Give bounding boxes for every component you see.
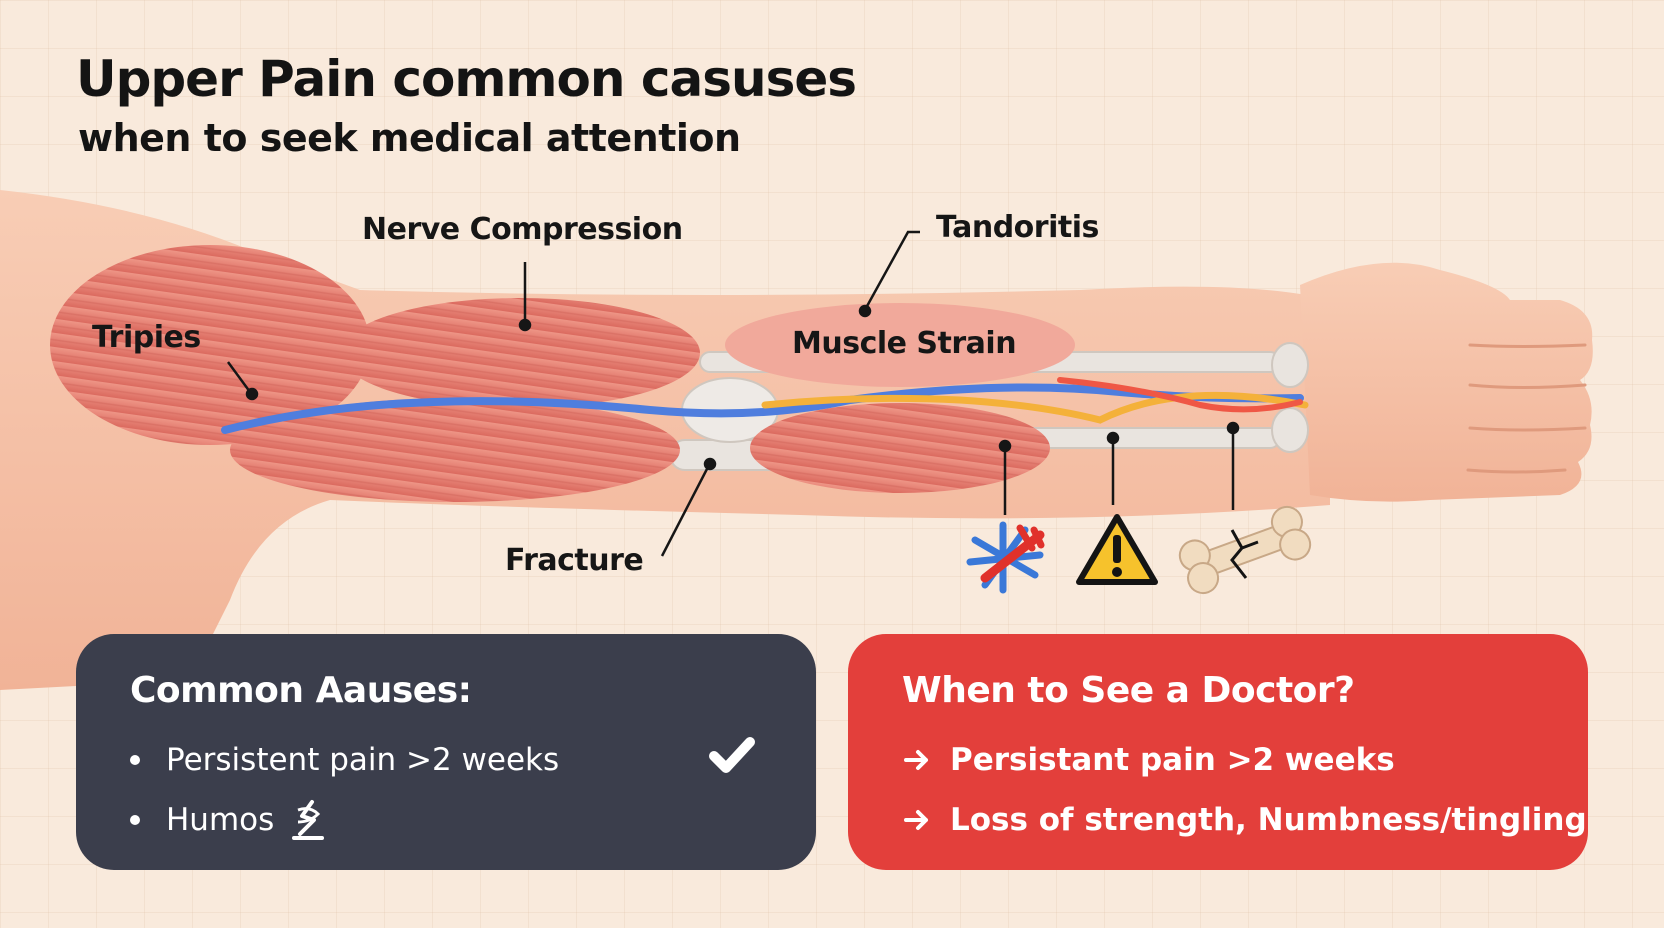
arrow-right-icon xyxy=(904,810,928,830)
list-item: Persistant pain >2 weeks xyxy=(902,730,1587,790)
list-item: Persistent pain >2 weeks xyxy=(130,730,559,790)
bullet-icon xyxy=(130,815,140,825)
list-item: Loss of strength, Numbness/tingling xyxy=(902,790,1587,850)
label-triceps: Tripies xyxy=(92,320,201,355)
list-item-label: Loss of strength, Numbness/tingling xyxy=(950,802,1587,838)
cracked-bone-icon xyxy=(1178,505,1312,595)
lower-muscle xyxy=(230,398,680,502)
muscle-strain-area xyxy=(725,303,1075,387)
label-fracture: Fracture xyxy=(505,543,644,578)
fist-skin xyxy=(1300,262,1593,502)
see-doctor-title: When to See a Doctor? xyxy=(902,670,1355,711)
leader-lines xyxy=(226,230,1240,557)
page-subtitle: when to seek medical attention xyxy=(78,116,741,160)
label-nerve-compression: Nerve Compression xyxy=(362,212,683,247)
nerve-red xyxy=(1057,377,1303,413)
common-causes-title: Common Aauses: xyxy=(130,670,472,711)
list-item-label: Persistent pain >2 weeks xyxy=(166,742,560,778)
see-doctor-list: Persistant pain >2 weeks Loss of strengt… xyxy=(902,730,1587,850)
triceps-muscle xyxy=(50,245,370,445)
list-item: Humos xyxy=(130,790,559,850)
see-doctor-card: When to See a Doctor? Persistant pain >2… xyxy=(848,634,1588,870)
warning-icon xyxy=(1076,514,1158,585)
label-tendonitis: Tandoritis xyxy=(936,210,1099,245)
nerve-symbol-icon xyxy=(292,800,325,840)
common-causes-card: Common Aauses: Persistent pain >2 weeks … xyxy=(76,634,816,870)
label-muscle-strain: Muscle Strain xyxy=(792,326,1017,361)
common-causes-list: Persistent pain >2 weeks Humos xyxy=(130,730,559,850)
upper-muscle xyxy=(340,298,700,408)
list-item-label: Humos xyxy=(166,802,275,838)
arrow-right-icon xyxy=(904,750,928,770)
bullet-icon xyxy=(130,755,140,765)
checkmark-icon xyxy=(709,737,755,773)
inflammation-icon xyxy=(966,521,1045,594)
finger-creases xyxy=(1466,343,1587,474)
forearm-muscle xyxy=(750,403,1050,493)
page-title: Upper Pain common casuses xyxy=(76,50,857,108)
nerve-orange xyxy=(761,391,1309,424)
list-item-label: Persistant pain >2 weeks xyxy=(950,742,1395,778)
